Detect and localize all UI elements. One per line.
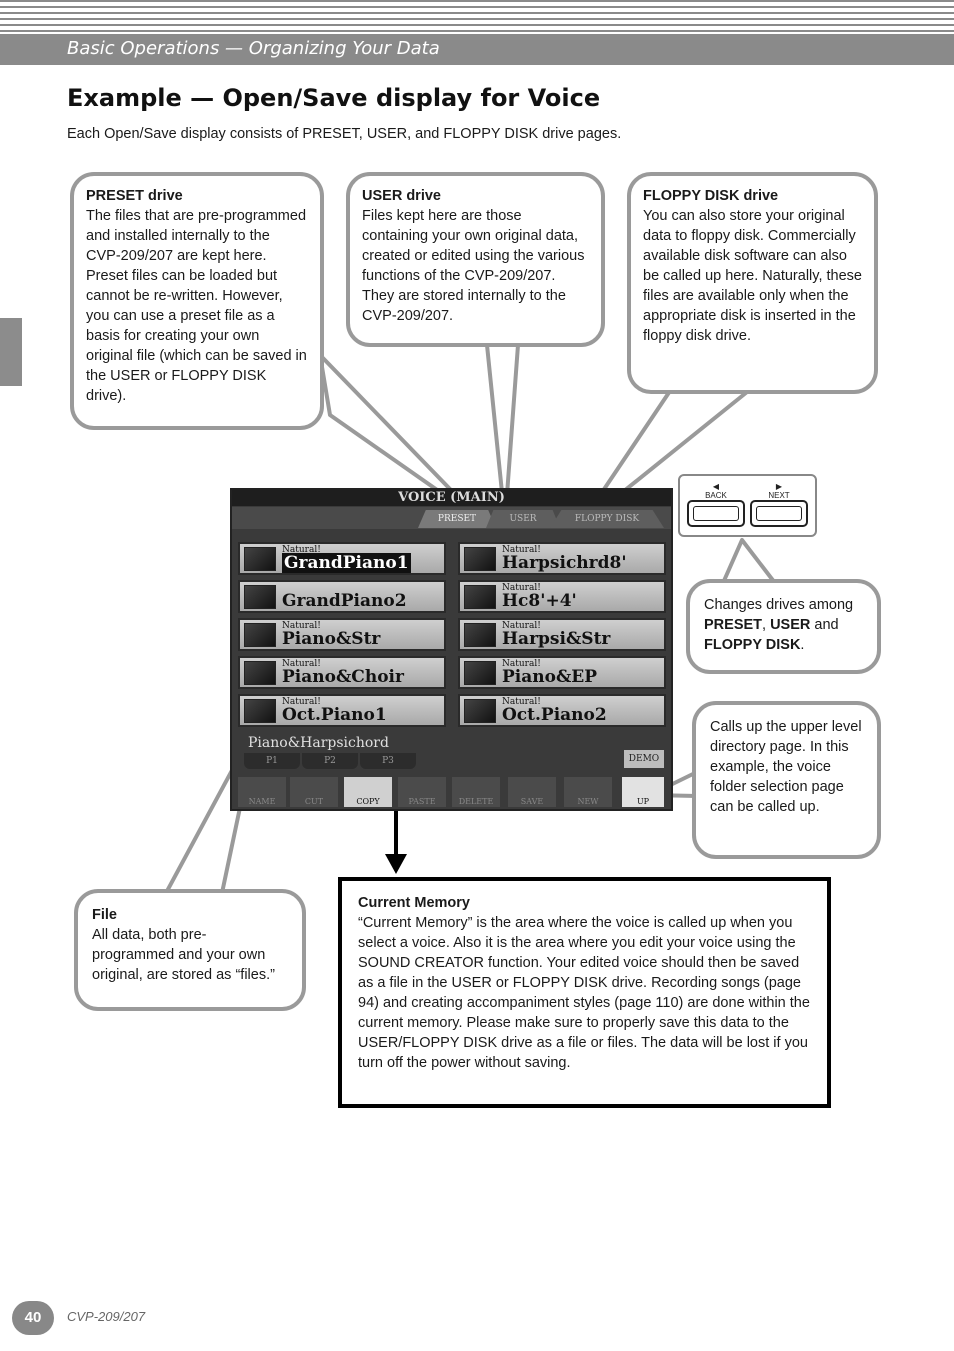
screen-title: VOICE (MAIN) bbox=[232, 490, 671, 506]
voice-file-button[interactable]: Natural! Piano&Str bbox=[238, 618, 446, 651]
next-label: NEXT bbox=[768, 491, 790, 500]
back-next-panel: ◀ BACK ▶ NEXT bbox=[678, 474, 817, 537]
voice-name: Piano&EP bbox=[502, 667, 598, 687]
callout-preset-drive: PRESET drive The files that are pre-prog… bbox=[70, 172, 324, 430]
grand-piano-icon bbox=[244, 547, 276, 571]
grand-piano-icon bbox=[244, 661, 276, 685]
callout-body: You can also store your original data to… bbox=[643, 208, 862, 344]
page-number: 40 bbox=[12, 1301, 54, 1335]
back-label: BACK bbox=[705, 491, 727, 500]
callout-title: Current Memory bbox=[358, 895, 470, 911]
paste-button[interactable]: PASTE bbox=[398, 777, 446, 807]
voice-file-button[interactable]: Natural! Oct.Piano2 bbox=[458, 694, 666, 727]
callout-body: All data, both pre-programmed and your o… bbox=[92, 927, 275, 983]
back-button[interactable] bbox=[687, 500, 745, 527]
intro-text: Each Open/Save display consists of PRESE… bbox=[67, 126, 622, 142]
voice-name: GrandPiano1 bbox=[282, 553, 411, 573]
voice-file-button[interactable]: Natural! Harpsi&Str bbox=[458, 618, 666, 651]
grand-piano-icon bbox=[244, 699, 276, 723]
voice-file-button[interactable]: GrandPiano2 bbox=[238, 580, 446, 613]
grand-piano-icon bbox=[244, 623, 276, 647]
page-tab-p3[interactable]: P3 bbox=[360, 753, 416, 769]
voice-file-button[interactable]: Natural! GrandPiano1 bbox=[238, 542, 446, 575]
tab-floppy-disk[interactable]: FLOPPY DISK bbox=[550, 510, 664, 528]
drive-tabs: PRESET USER FLOPPY DISK bbox=[232, 507, 671, 529]
page-tab-p2[interactable]: P2 bbox=[302, 753, 358, 769]
back-arrow-icon: ◀ bbox=[712, 482, 720, 491]
chapter-side-tab bbox=[0, 318, 22, 386]
voice-name: Oct.Piano1 bbox=[282, 705, 387, 725]
tab-user[interactable]: USER bbox=[486, 510, 560, 528]
callout-current-memory: Current Memory “Current Memory” is the a… bbox=[338, 877, 831, 1108]
voice-name: Piano&Str bbox=[282, 629, 381, 649]
demo-button[interactable]: DEMO bbox=[624, 750, 664, 768]
section-title: Basic Operations — Organizing Your Data bbox=[67, 38, 440, 59]
harpsichord-icon bbox=[464, 547, 496, 571]
voice-name: GrandPiano2 bbox=[282, 591, 407, 611]
grand-piano-icon bbox=[244, 585, 276, 609]
header-rule-lines bbox=[0, 0, 954, 34]
callout-body: Calls up the upper level directory page.… bbox=[710, 719, 862, 815]
callout-floppy-drive: FLOPPY DISK drive You can also store you… bbox=[627, 172, 878, 394]
header-bar bbox=[0, 34, 954, 65]
voice-file-button[interactable]: Natural! Piano&EP bbox=[458, 656, 666, 689]
page-tab-p1[interactable]: P1 bbox=[244, 753, 300, 769]
page-title: Example — Open/Save display for Voice bbox=[67, 84, 601, 112]
callout-user-drive: USER drive Files kept here are those con… bbox=[346, 172, 605, 347]
callout-file: File All data, both pre-programmed and y… bbox=[74, 889, 306, 1011]
callout-body: “Current Memory” is the area where the v… bbox=[358, 915, 810, 1071]
callout-body: Files kept here are those containing you… bbox=[362, 208, 585, 324]
next-button[interactable] bbox=[750, 500, 808, 527]
voice-file-button[interactable]: Natural! Hc8'+4' bbox=[458, 580, 666, 613]
up-button[interactable]: UP bbox=[622, 777, 664, 807]
callout-change-drives: Changes drives among PRESET, USER and FL… bbox=[686, 579, 881, 674]
voice-name: Hc8'+4' bbox=[502, 591, 577, 611]
callout-up-button: Calls up the upper level directory page.… bbox=[692, 701, 881, 859]
grand-piano-icon bbox=[464, 661, 496, 685]
copy-button[interactable]: COPY bbox=[344, 777, 392, 807]
name-button[interactable]: NAME bbox=[238, 777, 286, 807]
callout-body: The files that are pre-programmed and in… bbox=[86, 208, 307, 404]
delete-button[interactable]: DELETE bbox=[452, 777, 500, 807]
harpsichord-icon bbox=[464, 585, 496, 609]
voice-open-save-screen: VOICE (MAIN) PRESET USER FLOPPY DISK Nat… bbox=[230, 488, 673, 811]
callout-title: USER drive bbox=[362, 188, 441, 204]
voice-file-button[interactable]: Natural! Piano&Choir bbox=[238, 656, 446, 689]
save-button[interactable]: SAVE bbox=[508, 777, 556, 807]
cut-button[interactable]: CUT bbox=[290, 777, 338, 807]
voice-file-button[interactable]: Natural! Oct.Piano1 bbox=[238, 694, 446, 727]
tab-preset[interactable]: PRESET bbox=[418, 510, 496, 528]
voice-name: Oct.Piano2 bbox=[502, 705, 607, 725]
new-folder-button[interactable]: NEW bbox=[564, 777, 612, 807]
voice-file-button[interactable]: Natural! Harpsichrd8' bbox=[458, 542, 666, 575]
voice-name: Harpsi&Str bbox=[502, 629, 611, 649]
voice-name: Harpsichrd8' bbox=[502, 553, 627, 573]
callout-title: FLOPPY DISK drive bbox=[643, 188, 779, 204]
callout-title: File bbox=[92, 907, 117, 923]
callout-title: PRESET drive bbox=[86, 188, 183, 204]
next-arrow-icon: ▶ bbox=[775, 482, 783, 491]
grand-piano-icon bbox=[464, 699, 496, 723]
current-folder-name: Piano&Harpsichord bbox=[248, 735, 389, 751]
voice-name: Piano&Choir bbox=[282, 667, 404, 687]
harpsichord-icon bbox=[464, 623, 496, 647]
model-name: CVP-209/207 bbox=[67, 1309, 146, 1324]
